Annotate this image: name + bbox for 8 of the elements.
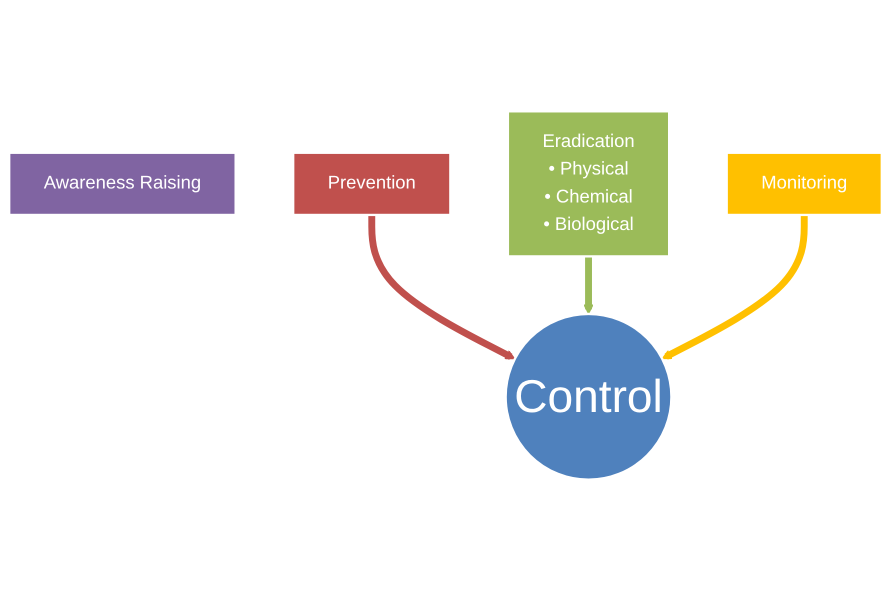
arrow — [583, 256, 594, 314]
node-box: Prevention — [292, 152, 452, 216]
arrow — [662, 214, 808, 360]
arrow — [368, 214, 516, 360]
node-box: Monitoring — [726, 152, 883, 216]
node-box: Eradication • Physical • Chemical • Biological — [506, 110, 670, 258]
node-circle: Control — [504, 312, 673, 481]
node-box: Awareness Raising — [8, 152, 237, 216]
